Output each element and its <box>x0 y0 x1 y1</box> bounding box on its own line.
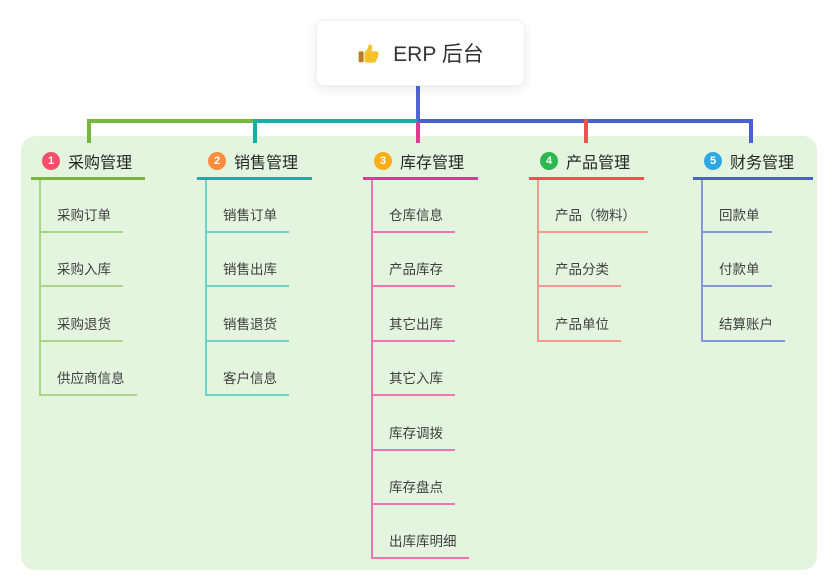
branch-number-badge: 3 <box>374 152 392 170</box>
connector-drop-1 <box>87 119 91 143</box>
branch-underline <box>31 177 145 180</box>
child-item[interactable]: 出库库明细 <box>371 530 469 559</box>
child-item[interactable]: 回款单 <box>701 204 772 233</box>
child-label: 仓库信息 <box>389 208 443 223</box>
branch-head-inventory[interactable]: 3 库存管理 <box>374 149 464 173</box>
child-label: 结算账户 <box>719 317 773 332</box>
child-item[interactable]: 产品分类 <box>537 258 621 287</box>
child-label: 产品单位 <box>555 317 609 332</box>
child-item[interactable]: 客户信息 <box>205 367 289 396</box>
connector-drop-5 <box>749 119 753 143</box>
child-item[interactable]: 付款单 <box>701 258 772 287</box>
branch-label: 销售管理 <box>234 155 299 172</box>
child-label: 产品（物料） <box>555 208 636 223</box>
child-item[interactable]: 产品（物料） <box>537 204 648 233</box>
branch-number-badge: 5 <box>704 152 722 170</box>
branch-label: 库存管理 <box>400 155 465 172</box>
connector-drop-4 <box>584 119 588 143</box>
child-item[interactable]: 产品库存 <box>371 258 455 287</box>
branch-children-line <box>371 180 373 559</box>
child-item[interactable]: 库存调拨 <box>371 422 455 451</box>
child-label: 库存调拨 <box>389 426 443 441</box>
child-item[interactable]: 销售出库 <box>205 258 289 287</box>
connector-drop-3 <box>416 122 420 143</box>
child-item[interactable]: 结算账户 <box>701 313 785 342</box>
branch-number-badge: 1 <box>42 152 60 170</box>
child-item[interactable]: 采购退货 <box>39 313 123 342</box>
child-label: 回款单 <box>719 208 760 223</box>
child-label: 其它出库 <box>389 317 443 332</box>
branch-children-line <box>205 180 207 395</box>
child-item[interactable]: 销售退货 <box>205 313 289 342</box>
child-label: 客户信息 <box>223 371 277 386</box>
child-item[interactable]: 库存盘点 <box>371 476 455 505</box>
branch-label: 产品管理 <box>566 155 631 172</box>
child-item[interactable]: 仓库信息 <box>371 204 455 233</box>
child-label: 采购订单 <box>57 208 111 223</box>
child-item[interactable]: 销售订单 <box>205 204 289 233</box>
branch-children-line <box>701 180 703 342</box>
branch-head-sales[interactable]: 2 销售管理 <box>208 149 298 173</box>
branch-children-line <box>537 180 539 342</box>
child-item[interactable]: 产品单位 <box>537 313 621 342</box>
branch-head-product[interactable]: 4 产品管理 <box>540 149 630 173</box>
connector-bar-teal <box>255 119 417 123</box>
child-item[interactable]: 供应商信息 <box>39 367 137 396</box>
child-item[interactable]: 采购订单 <box>39 204 123 233</box>
child-label: 出库库明细 <box>389 534 457 549</box>
branch-head-finance[interactable]: 5 财务管理 <box>704 149 794 173</box>
thumbs-up-icon <box>357 40 383 66</box>
connector-bar-green <box>87 119 255 123</box>
child-label: 库存盘点 <box>389 480 443 495</box>
child-label: 供应商信息 <box>57 371 125 386</box>
connector-drop-2 <box>253 119 257 143</box>
child-label: 销售出库 <box>223 262 277 277</box>
branch-number-badge: 4 <box>540 152 558 170</box>
child-item[interactable]: 其它入库 <box>371 367 455 396</box>
child-label: 产品分类 <box>555 262 609 277</box>
child-label: 销售退货 <box>223 317 277 332</box>
child-label: 销售订单 <box>223 208 277 223</box>
child-label: 付款单 <box>719 262 760 277</box>
branch-label: 采购管理 <box>68 155 133 172</box>
root-title: ERP 后台 <box>393 43 484 66</box>
branch-head-purchase[interactable]: 1 采购管理 <box>42 149 132 173</box>
branch-label: 财务管理 <box>730 155 795 172</box>
child-label: 其它入库 <box>389 371 443 386</box>
root-node[interactable]: ERP 后台 <box>316 20 525 86</box>
branch-underline <box>693 177 813 180</box>
child-item[interactable]: 其它出库 <box>371 313 455 342</box>
branch-number-badge: 2 <box>208 152 226 170</box>
child-label: 采购入库 <box>57 262 111 277</box>
child-label: 产品库存 <box>389 262 443 277</box>
child-label: 采购退货 <box>57 317 111 332</box>
branch-children-line <box>39 180 41 395</box>
connector-root-stem <box>416 84 420 122</box>
branch-underline <box>197 177 312 180</box>
child-item[interactable]: 采购入库 <box>39 258 123 287</box>
branch-underline <box>529 177 644 180</box>
branches-panel <box>21 136 817 570</box>
branch-underline <box>363 177 478 180</box>
